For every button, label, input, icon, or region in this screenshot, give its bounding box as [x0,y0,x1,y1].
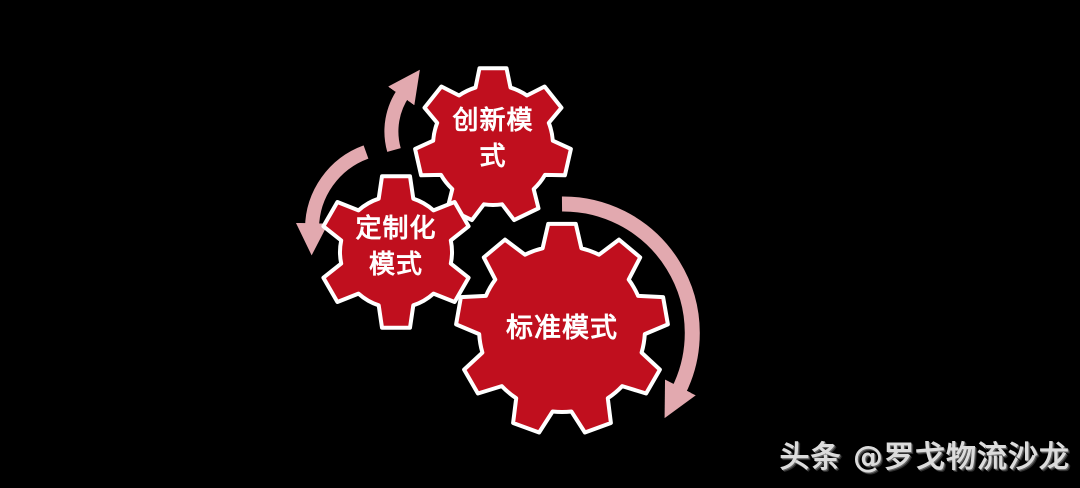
customized-gear-shape [321,174,471,330]
standard-gear-shape [454,221,670,435]
cycle-arrows [295,69,700,419]
cycle-arrow-left-icon [295,145,369,256]
cycle-arrow-top-icon [384,69,420,152]
cycle-arrow-right-icon [561,196,700,419]
gears-group [321,66,670,435]
watermark-text: 头条 @罗戈物流沙龙 [779,440,1070,475]
innovation-gear-shape [413,66,573,223]
